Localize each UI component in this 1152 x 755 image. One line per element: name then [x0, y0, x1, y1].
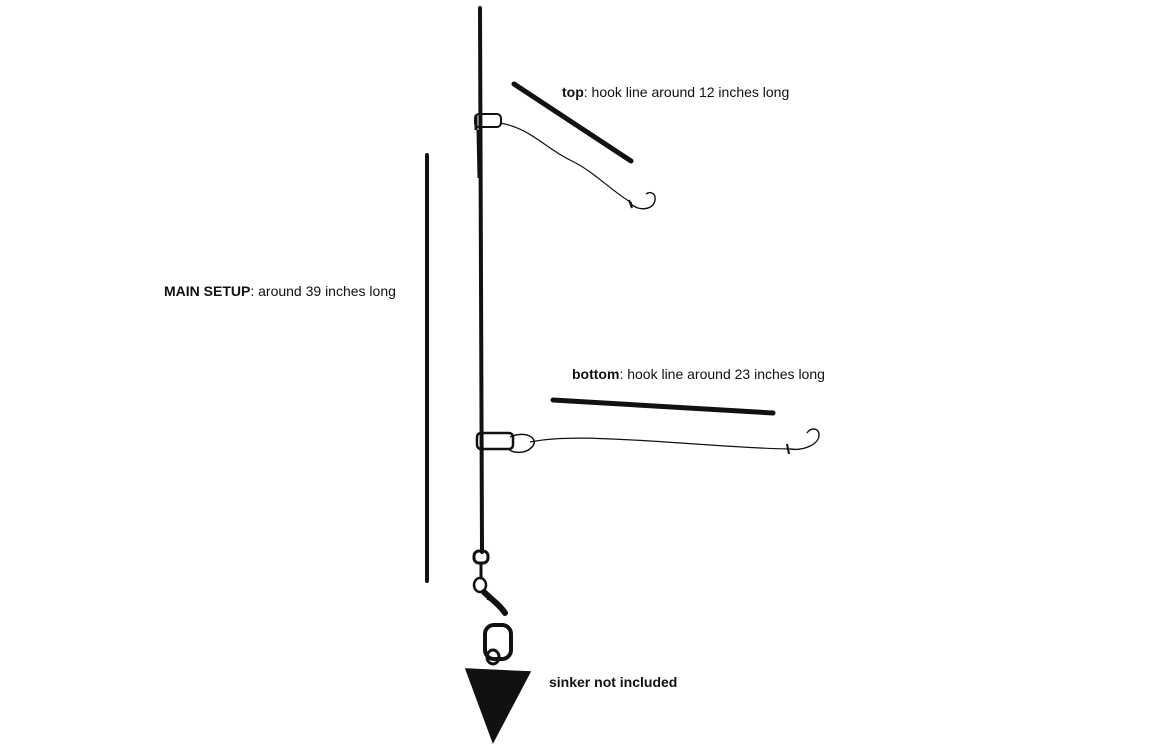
main-setup-label: MAIN SETUP: around 39 inches long: [164, 282, 396, 300]
top-hook-knot: [628, 199, 633, 209]
bottom-dropper-loop: [475, 431, 535, 454]
top-hook-length-marker: [511, 81, 634, 164]
top-hook-icon: [629, 191, 656, 210]
bottom-hook-length-marker: [550, 397, 776, 416]
bottom-hook-label-text: : hook line around 23 inches long: [619, 366, 825, 382]
top-hook-label-text: : hook line around 12 inches long: [583, 84, 790, 100]
sinker-label: sinker not included: [549, 674, 678, 690]
top-hook-label: top: hook line around 12 inches long: [562, 83, 789, 101]
sinker-icon: [464, 668, 532, 744]
top-dropper-loop: [474, 113, 502, 179]
swivel-snap-icon: [472, 549, 513, 666]
top-hook-line: [499, 122, 633, 204]
bottom-hook-label: bottom: hook line around 23 inches long: [572, 365, 825, 383]
bottom-hook-label-name: bottom: [572, 366, 620, 382]
bottom-hook-icon: [789, 428, 820, 451]
main-setup-label-name: MAIN SETUP: [164, 283, 251, 299]
bottom-hook-line: [529, 437, 791, 450]
top-hook-label-name: top: [562, 84, 584, 100]
main-setup-label-text: : around 39 inches long: [250, 283, 396, 299]
bottom-hook-knot: [786, 443, 790, 455]
main-line: [478, 6, 484, 554]
